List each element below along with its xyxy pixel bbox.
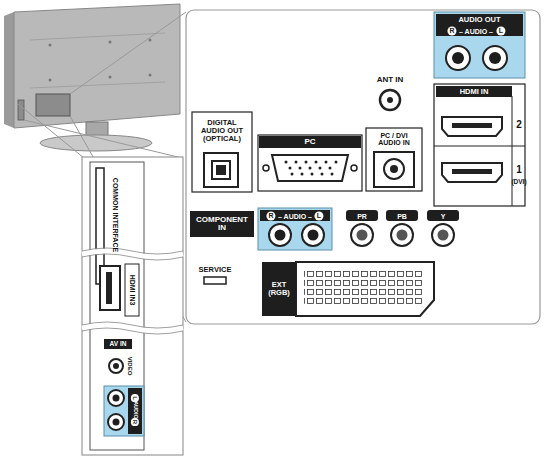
port-label-text: COMPONENT IN [192, 216, 252, 233]
tv-port-area [36, 94, 70, 116]
port-text: Y [441, 212, 446, 219]
port-text: COMMON INTERFACE [112, 178, 119, 252]
port-label-text: PC [304, 138, 315, 146]
hdmi-block [434, 84, 525, 206]
rca-jack [269, 210, 459, 246]
port-label: COMPONENT IN [190, 211, 254, 237]
port-label-body: HDMI IN [460, 88, 489, 96]
video-jack [109, 359, 123, 373]
port-label-body: EXT (RGB) [264, 281, 294, 297]
port-label-text: EXT (RGB) [264, 281, 294, 297]
port-label: PC / DVI AUDIO IN [367, 129, 421, 149]
port-label: AUDIO OUT [436, 14, 523, 25]
ant-jack [380, 90, 400, 110]
port-text: AUDIO [132, 401, 138, 419]
port-label: AV IN [104, 339, 132, 349]
port-text: HDMI IN3 [129, 275, 136, 306]
port-label-body: PC [304, 138, 315, 146]
port-label-body: AV IN [110, 341, 127, 348]
port-text: L [131, 394, 139, 402]
port-text: 1 [516, 165, 522, 175]
side-strip [90, 162, 144, 450]
vga-port [272, 155, 348, 181]
port-text: SERVICE [199, 266, 232, 274]
port-text: (DVI) [511, 179, 526, 186]
port-text: PB [397, 212, 407, 219]
port-label-text: HDMI IN [460, 88, 489, 96]
tv-side-ports [18, 100, 24, 120]
port-text: – AUDIO – [459, 27, 493, 34]
port-label-body: COMPONENT IN [192, 216, 252, 233]
port-label-text: AUDIO OUT [458, 16, 500, 24]
scart-port [296, 262, 434, 316]
port-label-text: PC / DVI AUDIO IN [369, 132, 419, 147]
mini-jack [374, 152, 414, 187]
port-label-text: DIGITAL AUDIO OUT (OPTICAL) [195, 119, 249, 143]
component-audio-block [258, 208, 332, 250]
port-label-body: AUDIO OUT [458, 16, 500, 24]
optical-port [204, 153, 238, 187]
side-panel [82, 157, 183, 455]
port-label: PC [259, 136, 361, 148]
port-text: R [131, 418, 139, 426]
port-label: EXT (RGB) [262, 262, 296, 316]
main-panel [186, 10, 540, 324]
tv-back [14, 4, 180, 128]
tv-side [4, 12, 14, 128]
audio-out-block [434, 12, 525, 78]
hdmi-port [442, 117, 502, 182]
port-text: VIDEO [127, 357, 133, 376]
side-hdmi-port [100, 266, 120, 310]
port-text: PR [357, 212, 367, 219]
service-port [204, 277, 226, 284]
port-text: ANT IN [377, 76, 404, 84]
port-label: DIGITAL AUDIO OUT (OPTICAL) [193, 113, 251, 149]
port-label: HDMI IN [436, 86, 512, 97]
port-label-text: AV IN [110, 341, 127, 348]
port-text: 2 [516, 120, 522, 130]
port-text: – AUDIO – [278, 212, 312, 219]
port-label-body: DIGITAL AUDIO OUT (OPTICAL) [195, 119, 249, 143]
port-label-body: PC / DVI AUDIO IN [369, 132, 419, 147]
